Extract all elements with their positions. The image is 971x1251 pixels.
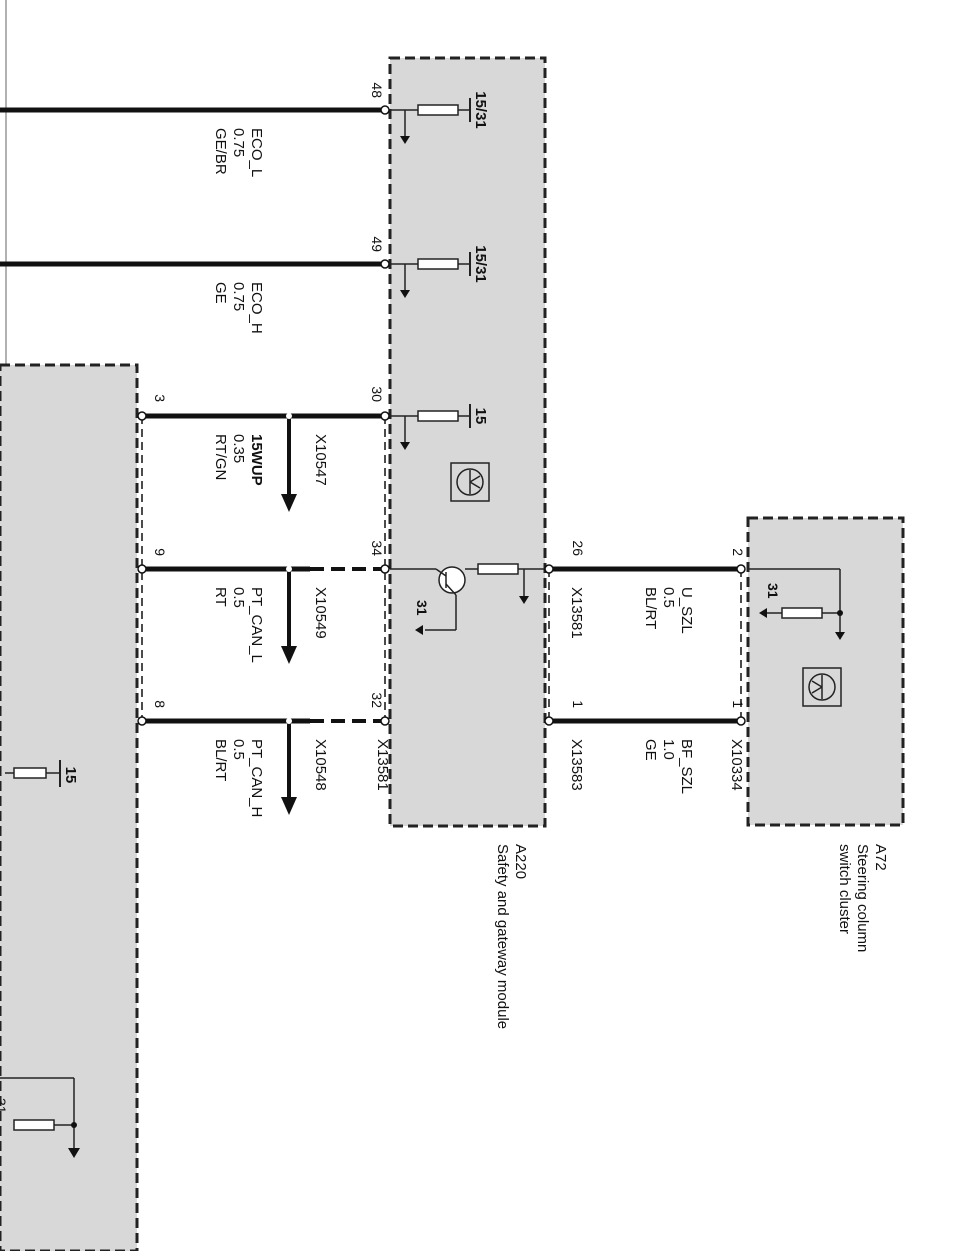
- a72-control-unit-icon: [802, 667, 842, 707]
- pin-1-a72: 1: [730, 700, 746, 708]
- a220-transistor-ground: 31: [414, 600, 430, 616]
- wire-pt-can-h-signal: PT_CAN_H: [248, 739, 265, 817]
- a220-module: 15/31 15/31 15: [388, 56, 547, 1029]
- a220-supply-48: 15/31: [390, 91, 489, 144]
- a220-supply-48-label: 15/31: [472, 91, 489, 129]
- a72-module: 31 A72 Steering column switch cluster: [746, 516, 905, 952]
- pin-30: 30: [369, 386, 385, 402]
- a220-name: Safety and gateway module: [494, 844, 511, 1029]
- a220-transistor: 31: [390, 563, 545, 635]
- wire-15wup-signal: 15WUP: [248, 434, 265, 486]
- pin-49: 49: [369, 236, 385, 252]
- splice-x10549: X10549: [312, 587, 329, 639]
- a72-resistor: [781, 607, 823, 619]
- wire-pt-can-h-size: 0.5: [230, 739, 247, 760]
- left-resistor-31: [13, 1119, 55, 1131]
- wire-eco-l: 48 ECO_L 0.75 GE/BR: [0, 82, 390, 177]
- a72-id: A72: [872, 844, 889, 871]
- left-module: 15 31: [0, 363, 139, 1251]
- left-module-box: [0, 363, 139, 1251]
- splice-x10548: X10548: [312, 739, 329, 791]
- a220-supply-30: 15: [390, 404, 489, 450]
- wire-u-szl: 26 2 X13581 U_SZL 0.5 BL/RT: [544, 540, 746, 721]
- wire-15wup-size: 0.35: [230, 434, 247, 463]
- wire-15wup-color: RT/GN: [212, 434, 229, 480]
- wire-eco-h-color: GE: [212, 282, 229, 304]
- pin-2: 2: [730, 548, 746, 556]
- wire-pt-can-l-color: RT: [212, 587, 229, 607]
- wire-u-szl-signal: U_SZL: [678, 587, 695, 634]
- a72-name-line2: switch cluster: [836, 844, 853, 934]
- pin-48: 48: [369, 82, 385, 98]
- pin-26: 26: [570, 540, 586, 556]
- connector-x13581-a: X13581: [374, 739, 391, 791]
- pin-34: 34: [369, 540, 385, 556]
- left-supply-label: 15: [62, 767, 79, 784]
- wire-eco-h-signal: ECO_H: [248, 282, 265, 334]
- a220-supply-30-label: 15: [472, 408, 489, 425]
- wire-bf-szl-size: 1.0: [660, 739, 677, 760]
- splice-x10547: X10547: [312, 434, 329, 486]
- wire-15wup: 30 3 X10547 15WUP 0.35 RT/GN: [137, 386, 390, 725]
- wire-bf-szl: 1 1 X13583 X10334 BF_SZL 1.0 GE: [544, 700, 746, 794]
- left-bottom-partial: 31: [0, 1098, 9, 1114]
- wire-pt-can-l: 34 9 X10549 PT_CAN_L 0.5 RT: [137, 540, 390, 664]
- wire-pt-can-h-color: BL/RT: [212, 739, 229, 781]
- wire-pt-can-h: 32 8 X13581 X10548 PT_CAN_H 0.5 BL/RT: [137, 692, 391, 817]
- a220-supply-49-label: 15/31: [472, 245, 489, 283]
- pin-9: 9: [152, 548, 168, 556]
- pin-3: 3: [152, 394, 168, 402]
- pin-32: 32: [369, 692, 385, 708]
- wire-u-szl-color: BL/RT: [642, 587, 659, 629]
- a220-box: [388, 56, 547, 828]
- connector-x13583: X13583: [568, 739, 585, 791]
- left-resistor-15: [13, 767, 47, 779]
- wire-eco-h-size: 0.75: [230, 282, 247, 311]
- wire-eco-l-color: GE/BR: [212, 128, 229, 175]
- wire-eco-l-size: 0.75: [230, 128, 247, 157]
- a220-id: A220: [512, 844, 529, 879]
- wire-eco-h: 49 ECO_H 0.75 GE: [0, 236, 390, 334]
- wire-pt-can-l-signal: PT_CAN_L: [248, 587, 265, 663]
- left-ground-arrow: [68, 1148, 80, 1158]
- wire-pt-can-l-size: 0.5: [230, 587, 247, 608]
- a220-supply-49: 15/31: [390, 245, 489, 298]
- a72-name-line1: Steering column: [854, 844, 871, 952]
- wire-u-szl-size: 0.5: [660, 587, 677, 608]
- pin-8: 8: [152, 700, 168, 708]
- pin-1-a220: 1: [570, 700, 586, 708]
- control-unit-icon: [450, 462, 490, 502]
- wire-bf-szl-signal: BF_SZL: [678, 739, 695, 794]
- connector-x13581-b: X13581: [568, 587, 585, 639]
- a72-ground: 31: [765, 583, 781, 599]
- wire-eco-l-signal: ECO_L: [248, 128, 265, 177]
- wire-bf-szl-color: GE: [642, 739, 659, 761]
- connector-x10334: X10334: [728, 739, 745, 791]
